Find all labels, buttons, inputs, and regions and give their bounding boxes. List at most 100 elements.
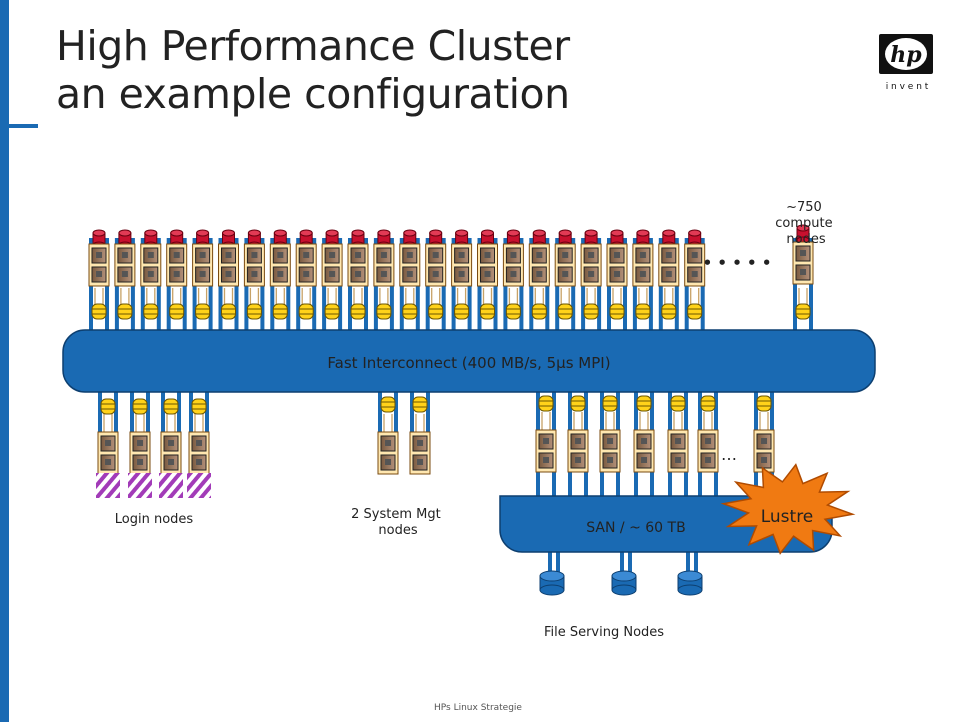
- login-node-cabling: [128, 473, 152, 498]
- compute-node-server: [269, 243, 291, 287]
- interconnect-label: Fast Interconnect (400 MB/s, 5µs MPI): [327, 354, 610, 372]
- svg-text:hp: hp: [890, 42, 922, 68]
- compute-node-adapter: [531, 303, 547, 320]
- login-node-adapter: [132, 398, 148, 415]
- login-node-adapter: [163, 398, 179, 415]
- compute-nodes-label: ~750 compute nodes: [775, 200, 837, 247]
- file-serving-node-icon: [611, 570, 637, 596]
- compute-node-adapter: [795, 303, 811, 320]
- compute-node-server: [425, 243, 447, 287]
- compute-node-adapter: [609, 303, 625, 320]
- mgmt-node-adapter: [380, 396, 396, 413]
- compute-node-server: [347, 243, 369, 287]
- compute-node-adapter: [298, 303, 314, 320]
- compute-node-server: [502, 243, 524, 287]
- compute-node-adapter: [324, 303, 340, 320]
- compute-label-line-2: compute: [775, 216, 832, 231]
- san-label: SAN / ~ 60 TB: [586, 520, 685, 536]
- storage-node-server: [697, 429, 719, 473]
- compute-node-disk: [299, 229, 313, 249]
- compute-node-server: [114, 243, 136, 287]
- compute-ellipsis: • • • • •: [703, 254, 772, 272]
- fast-interconnect-bar: [62, 329, 876, 393]
- compute-node-adapter: [687, 303, 703, 320]
- login-node-adapter: [191, 398, 207, 415]
- storage-ellipsis: …: [721, 445, 737, 464]
- compute-node-adapter: [350, 303, 366, 320]
- login-node-server: [188, 431, 210, 475]
- compute-node-adapter: [583, 303, 599, 320]
- compute-node-adapter: [246, 303, 262, 320]
- slide-title: High Performance Cluster an example conf…: [56, 22, 570, 118]
- login-node-cabling: [96, 473, 120, 498]
- storage-node-server: [599, 429, 621, 473]
- compute-node-server: [295, 243, 317, 287]
- storage-node-server: [633, 429, 655, 473]
- compute-node-adapter: [402, 303, 418, 320]
- compute-node-adapter: [272, 303, 288, 320]
- compute-node-adapter: [635, 303, 651, 320]
- compute-node-adapter: [661, 303, 677, 320]
- footer-text: HPs Linux Strategie: [434, 703, 522, 713]
- compute-node-adapter: [428, 303, 444, 320]
- compute-node-adapter: [480, 303, 495, 320]
- login-node-adapter: [100, 398, 116, 415]
- compute-node-server: [243, 243, 265, 287]
- storage-node-adapter: [602, 395, 618, 412]
- node-layer: [88, 224, 814, 596]
- compute-node-adapter: [117, 303, 133, 320]
- storage-node-adapter: [700, 395, 716, 412]
- compute-node-server: [140, 243, 162, 287]
- storage-node-adapter: [756, 395, 772, 412]
- login-node-server: [97, 431, 119, 475]
- compute-node-adapter: [454, 303, 470, 320]
- hp-logo-icon: hp i n v e n t: [879, 34, 933, 92]
- lustre-label: Lustre: [761, 507, 814, 527]
- storage-node-adapter: [538, 395, 554, 412]
- login-node-server: [129, 431, 151, 475]
- storage-node-adapter: [670, 395, 686, 412]
- compute-node-adapter: [557, 303, 573, 320]
- login-node-cabling: [187, 473, 211, 498]
- hp-logo: hp i n v e n t: [871, 34, 943, 92]
- compute-node-server: [528, 243, 550, 287]
- compute-node-server: [192, 243, 214, 287]
- compute-node-adapter: [195, 303, 211, 320]
- file-serving-node-icon: [539, 570, 565, 596]
- compute-node-adapter: [505, 303, 521, 320]
- compute-node-server: [321, 243, 343, 287]
- compute-node-server: [451, 243, 473, 287]
- logo-tagline: i n v e n t: [886, 82, 929, 92]
- compute-node-server: [88, 243, 110, 287]
- compute-node-adapter: [91, 303, 107, 320]
- compute-node-server: [606, 243, 628, 287]
- compute-node-server: [218, 243, 239, 287]
- compute-node-server: [399, 243, 421, 287]
- title-line-1: High Performance Cluster: [56, 22, 570, 70]
- storage-node-adapter: [570, 395, 586, 412]
- compute-node-server: [554, 243, 576, 287]
- mgmt-node-adapter: [412, 396, 428, 413]
- compute-node-adapter: [221, 303, 236, 320]
- compute-node-server: [632, 243, 654, 287]
- storage-node-server: [567, 429, 589, 473]
- file-serving-node-icon: [677, 570, 703, 596]
- compute-node-server: [658, 243, 680, 287]
- login-node-server: [160, 431, 182, 475]
- mgmt-node-server: [409, 431, 431, 475]
- file-serving-label: File Serving Nodes: [544, 625, 664, 640]
- compute-node-server: [684, 243, 706, 287]
- compute-node-server: [477, 243, 498, 287]
- compute-node-server: [792, 241, 814, 285]
- compute-node-adapter: [143, 303, 159, 320]
- mgmt-nodes-label: 2 System Mgt nodes: [351, 507, 445, 538]
- lustre-starburst-icon: [720, 463, 856, 555]
- compute-node-adapter: [376, 303, 392, 320]
- title-line-2: an example configuration: [56, 70, 570, 118]
- compute-label-line-1: ~750: [786, 200, 822, 215]
- mgmt-label-line-2: nodes: [378, 523, 417, 538]
- storage-node-server: [535, 429, 557, 473]
- compute-node-server: [580, 243, 602, 287]
- mgmt-label-line-1: 2 System Mgt: [351, 507, 441, 522]
